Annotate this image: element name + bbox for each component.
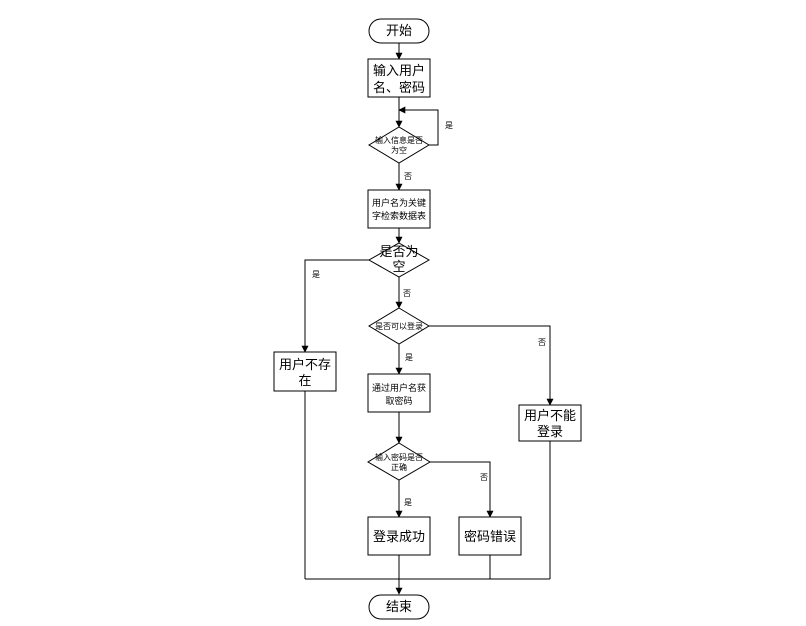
search-table-line2: 字检索数据表 — [372, 210, 426, 222]
edge-check-input-yes-loop — [398, 106, 439, 146]
user-cannot-login-line1: 用户不能 — [524, 408, 576, 424]
node-start: 开始 — [368, 18, 430, 44]
node-user-cannot-login: 用户不能 登录 — [518, 404, 582, 442]
get-password-box — [367, 373, 431, 413]
node-check-can-login: 是否可以登录 — [368, 307, 430, 345]
input-credentials-line1: 输入用户 — [373, 63, 425, 79]
node-login-success: 登录成功 — [367, 516, 431, 556]
edge-check-result-yes — [301, 259, 369, 353]
user-not-exist-line2: 在 — [298, 374, 311, 389]
input-credentials-line2: 名、密码 — [373, 80, 425, 96]
check-input-empty-line1: 输入信息是否 — [375, 135, 423, 145]
start-label: 开始 — [386, 24, 412, 39]
check-result-empty-diamond — [367, 242, 431, 278]
node-password-error: 密码错误 — [458, 516, 522, 556]
node-get-password: 通过用户名获 取密码 — [367, 373, 431, 413]
user-not-exist-box — [273, 351, 337, 392]
search-table-line1: 用户名为关键 — [372, 197, 426, 209]
get-password-line2: 取密码 — [385, 395, 412, 407]
end-label: 结束 — [386, 600, 412, 615]
node-check-result-empty: 是否为 空 — [367, 242, 431, 278]
input-credentials-box — [367, 58, 431, 98]
node-check-input-empty: 输入信息是否 为空 — [368, 126, 430, 164]
edge-password-no — [430, 461, 494, 518]
label-password-yes: 是 — [404, 498, 412, 507]
start-terminal-shape — [368, 18, 430, 44]
check-password-line1: 输入密码是否 — [375, 452, 423, 462]
label-result-empty-no: 否 — [403, 289, 411, 298]
user-cannot-login-box — [518, 404, 582, 442]
check-input-empty-line2: 为空 — [391, 145, 407, 155]
check-result-empty-line1: 是否为 — [379, 245, 418, 260]
check-can-login-label: 是否可以登录 — [375, 321, 423, 331]
check-can-login-diamond — [368, 307, 430, 345]
user-cannot-login-line2: 登录 — [537, 425, 563, 440]
node-input-credentials: 输入用户 名、密码 — [367, 58, 431, 98]
check-input-empty-diamond — [368, 126, 430, 164]
login-success-label: 登录成功 — [373, 530, 425, 545]
label-result-empty-yes: 是 — [312, 270, 320, 279]
user-not-exist-line1: 用户不存 — [279, 357, 331, 373]
password-error-label: 密码错误 — [464, 529, 516, 545]
edge-labels: 是 否 是 否 是 否 是 否 — [312, 121, 546, 507]
end-terminal-shape — [368, 594, 430, 620]
label-can-login-no: 否 — [538, 338, 546, 347]
password-error-box — [458, 516, 522, 556]
node-user-not-exist: 用户不存 在 — [273, 351, 337, 392]
check-password-diamond — [367, 442, 431, 481]
node-end: 结束 — [368, 594, 430, 620]
check-result-empty-line2: 空 — [392, 260, 405, 275]
get-password-line1: 通过用户名获 — [372, 382, 426, 394]
edges — [301, 43, 554, 595]
label-input-empty-yes: 是 — [445, 121, 453, 130]
label-input-empty-no: 否 — [404, 172, 412, 181]
search-table-box — [367, 189, 431, 229]
check-password-line2: 正确 — [391, 462, 407, 472]
label-password-no: 否 — [480, 473, 488, 482]
label-can-login-yes: 是 — [405, 353, 413, 362]
login-success-box — [367, 516, 431, 556]
node-check-password: 输入密码是否 正确 — [367, 442, 431, 481]
edge-can-login-no — [429, 325, 554, 406]
node-search-table: 用户名为关键 字检索数据表 — [367, 189, 431, 229]
